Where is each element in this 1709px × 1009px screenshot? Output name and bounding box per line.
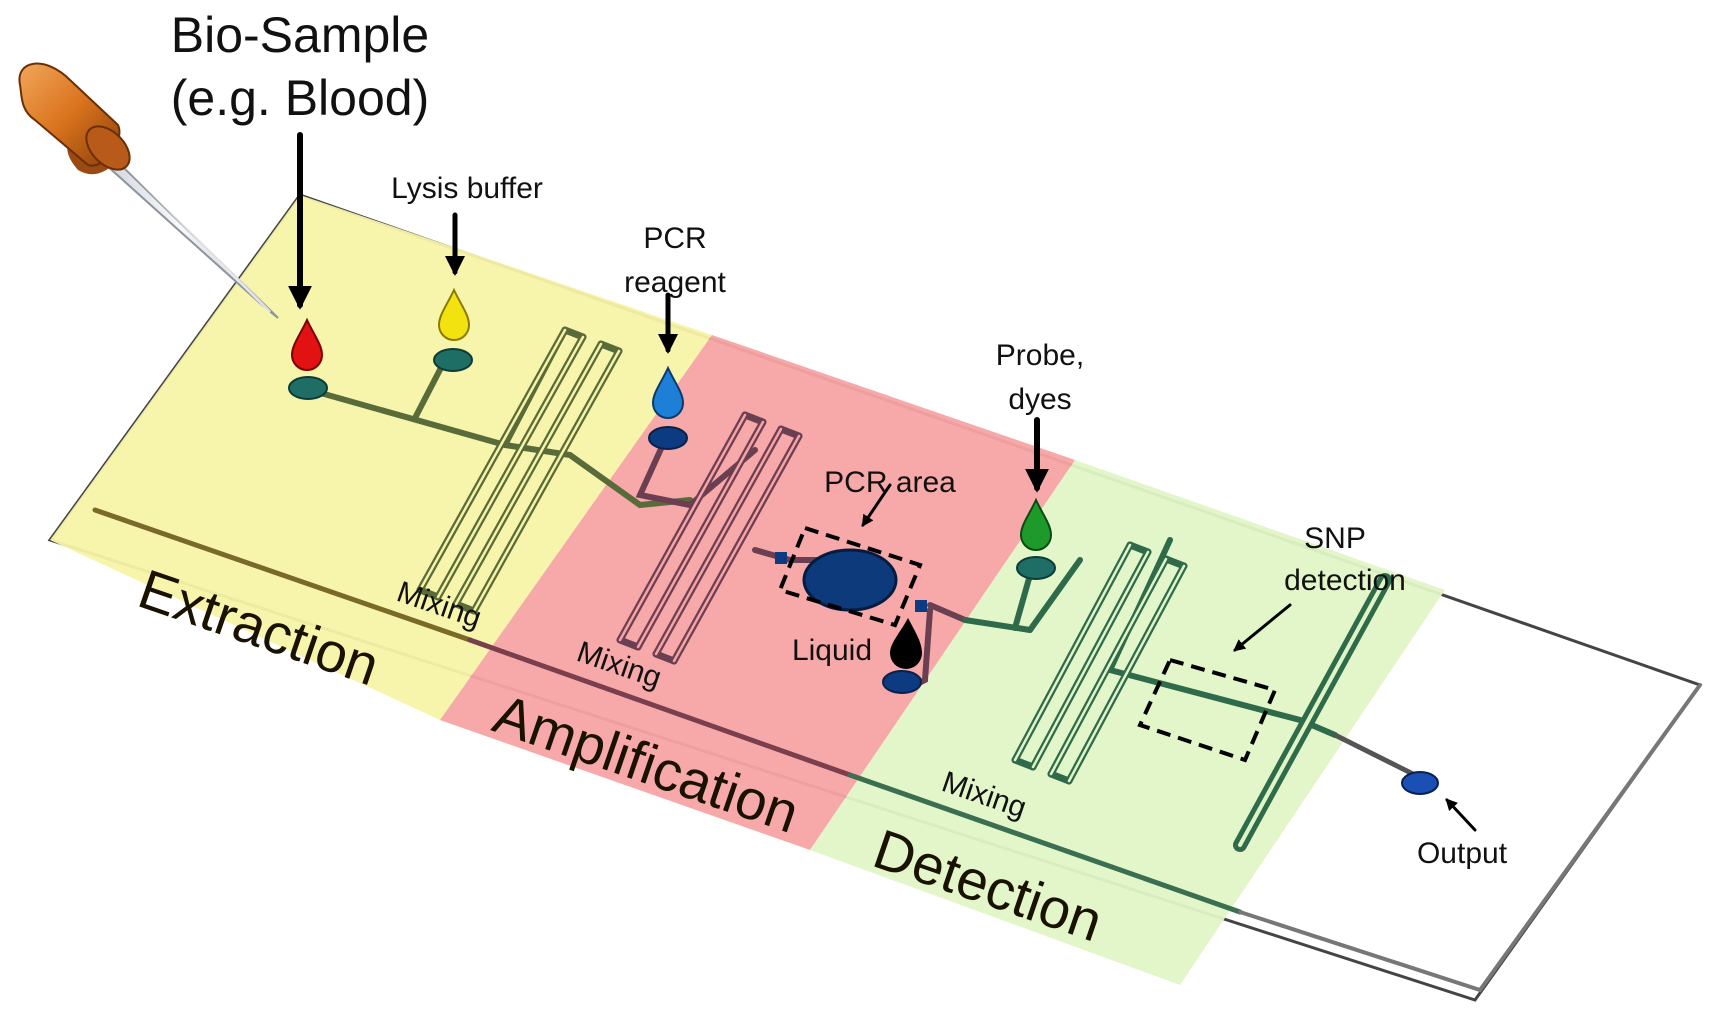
pcr-chamber (777, 525, 1278, 763)
detection-mixer-inner (1013, 543, 1186, 783)
lysis-buffer-label: Lysis buffer (391, 172, 543, 205)
dropper-icon (18, 62, 279, 319)
probe-droplet-icon (1019, 497, 1053, 551)
droplets (290, 287, 1053, 669)
snp-area-box (1137, 657, 1278, 763)
probe-label-2: dyes (1008, 383, 1071, 416)
probe-label-1: Probe, (996, 339, 1084, 372)
snp-label-1: SNP (1304, 522, 1366, 555)
main-bottom-channel (92, 507, 1702, 993)
snp-arrow-icon (1233, 603, 1292, 652)
blood-droplet-icon (290, 317, 324, 371)
output-label: Output (1417, 837, 1508, 870)
amplification-zone (440, 335, 1075, 850)
pcr-port-right (915, 600, 927, 612)
detection-zone (810, 460, 1445, 985)
pcr-reagent-label-1: PCR (643, 222, 706, 255)
liquid-label: Liquid (792, 634, 872, 667)
pcr-droplet-icon (651, 365, 685, 419)
lysis-reservoir (433, 348, 473, 372)
amplification-mixer-inner (618, 413, 801, 663)
extraction-mixer-inner (418, 328, 621, 613)
output-arrow-icon (1445, 798, 1477, 832)
sample-reservoir (288, 376, 328, 400)
probe-reservoir (1016, 556, 1056, 580)
pcr-port-left (775, 552, 787, 564)
liquid-droplet-icon (890, 618, 922, 669)
title-line-2: (e.g. Blood) (171, 70, 429, 126)
pcr-area-arrow-icon (861, 483, 892, 527)
lysis-droplet-icon (437, 287, 471, 341)
output-reservoir (1401, 771, 1439, 795)
reservoirs (288, 348, 1439, 795)
pcr-area-box (777, 525, 923, 628)
snp-label-2: detection (1284, 564, 1406, 597)
snp-detection-channel (1233, 573, 1418, 852)
arrows (288, 132, 1477, 832)
pcr-reagent-reservoir (648, 426, 688, 450)
zone-backgrounds (50, 195, 1445, 985)
liquid-reservoir (882, 670, 922, 694)
extraction-zone (50, 195, 712, 720)
title-line-1: Bio-Sample (171, 7, 429, 63)
pcr-reagent-label-2: reagent (624, 266, 726, 299)
pcr-area-label: PCR area (824, 466, 956, 499)
